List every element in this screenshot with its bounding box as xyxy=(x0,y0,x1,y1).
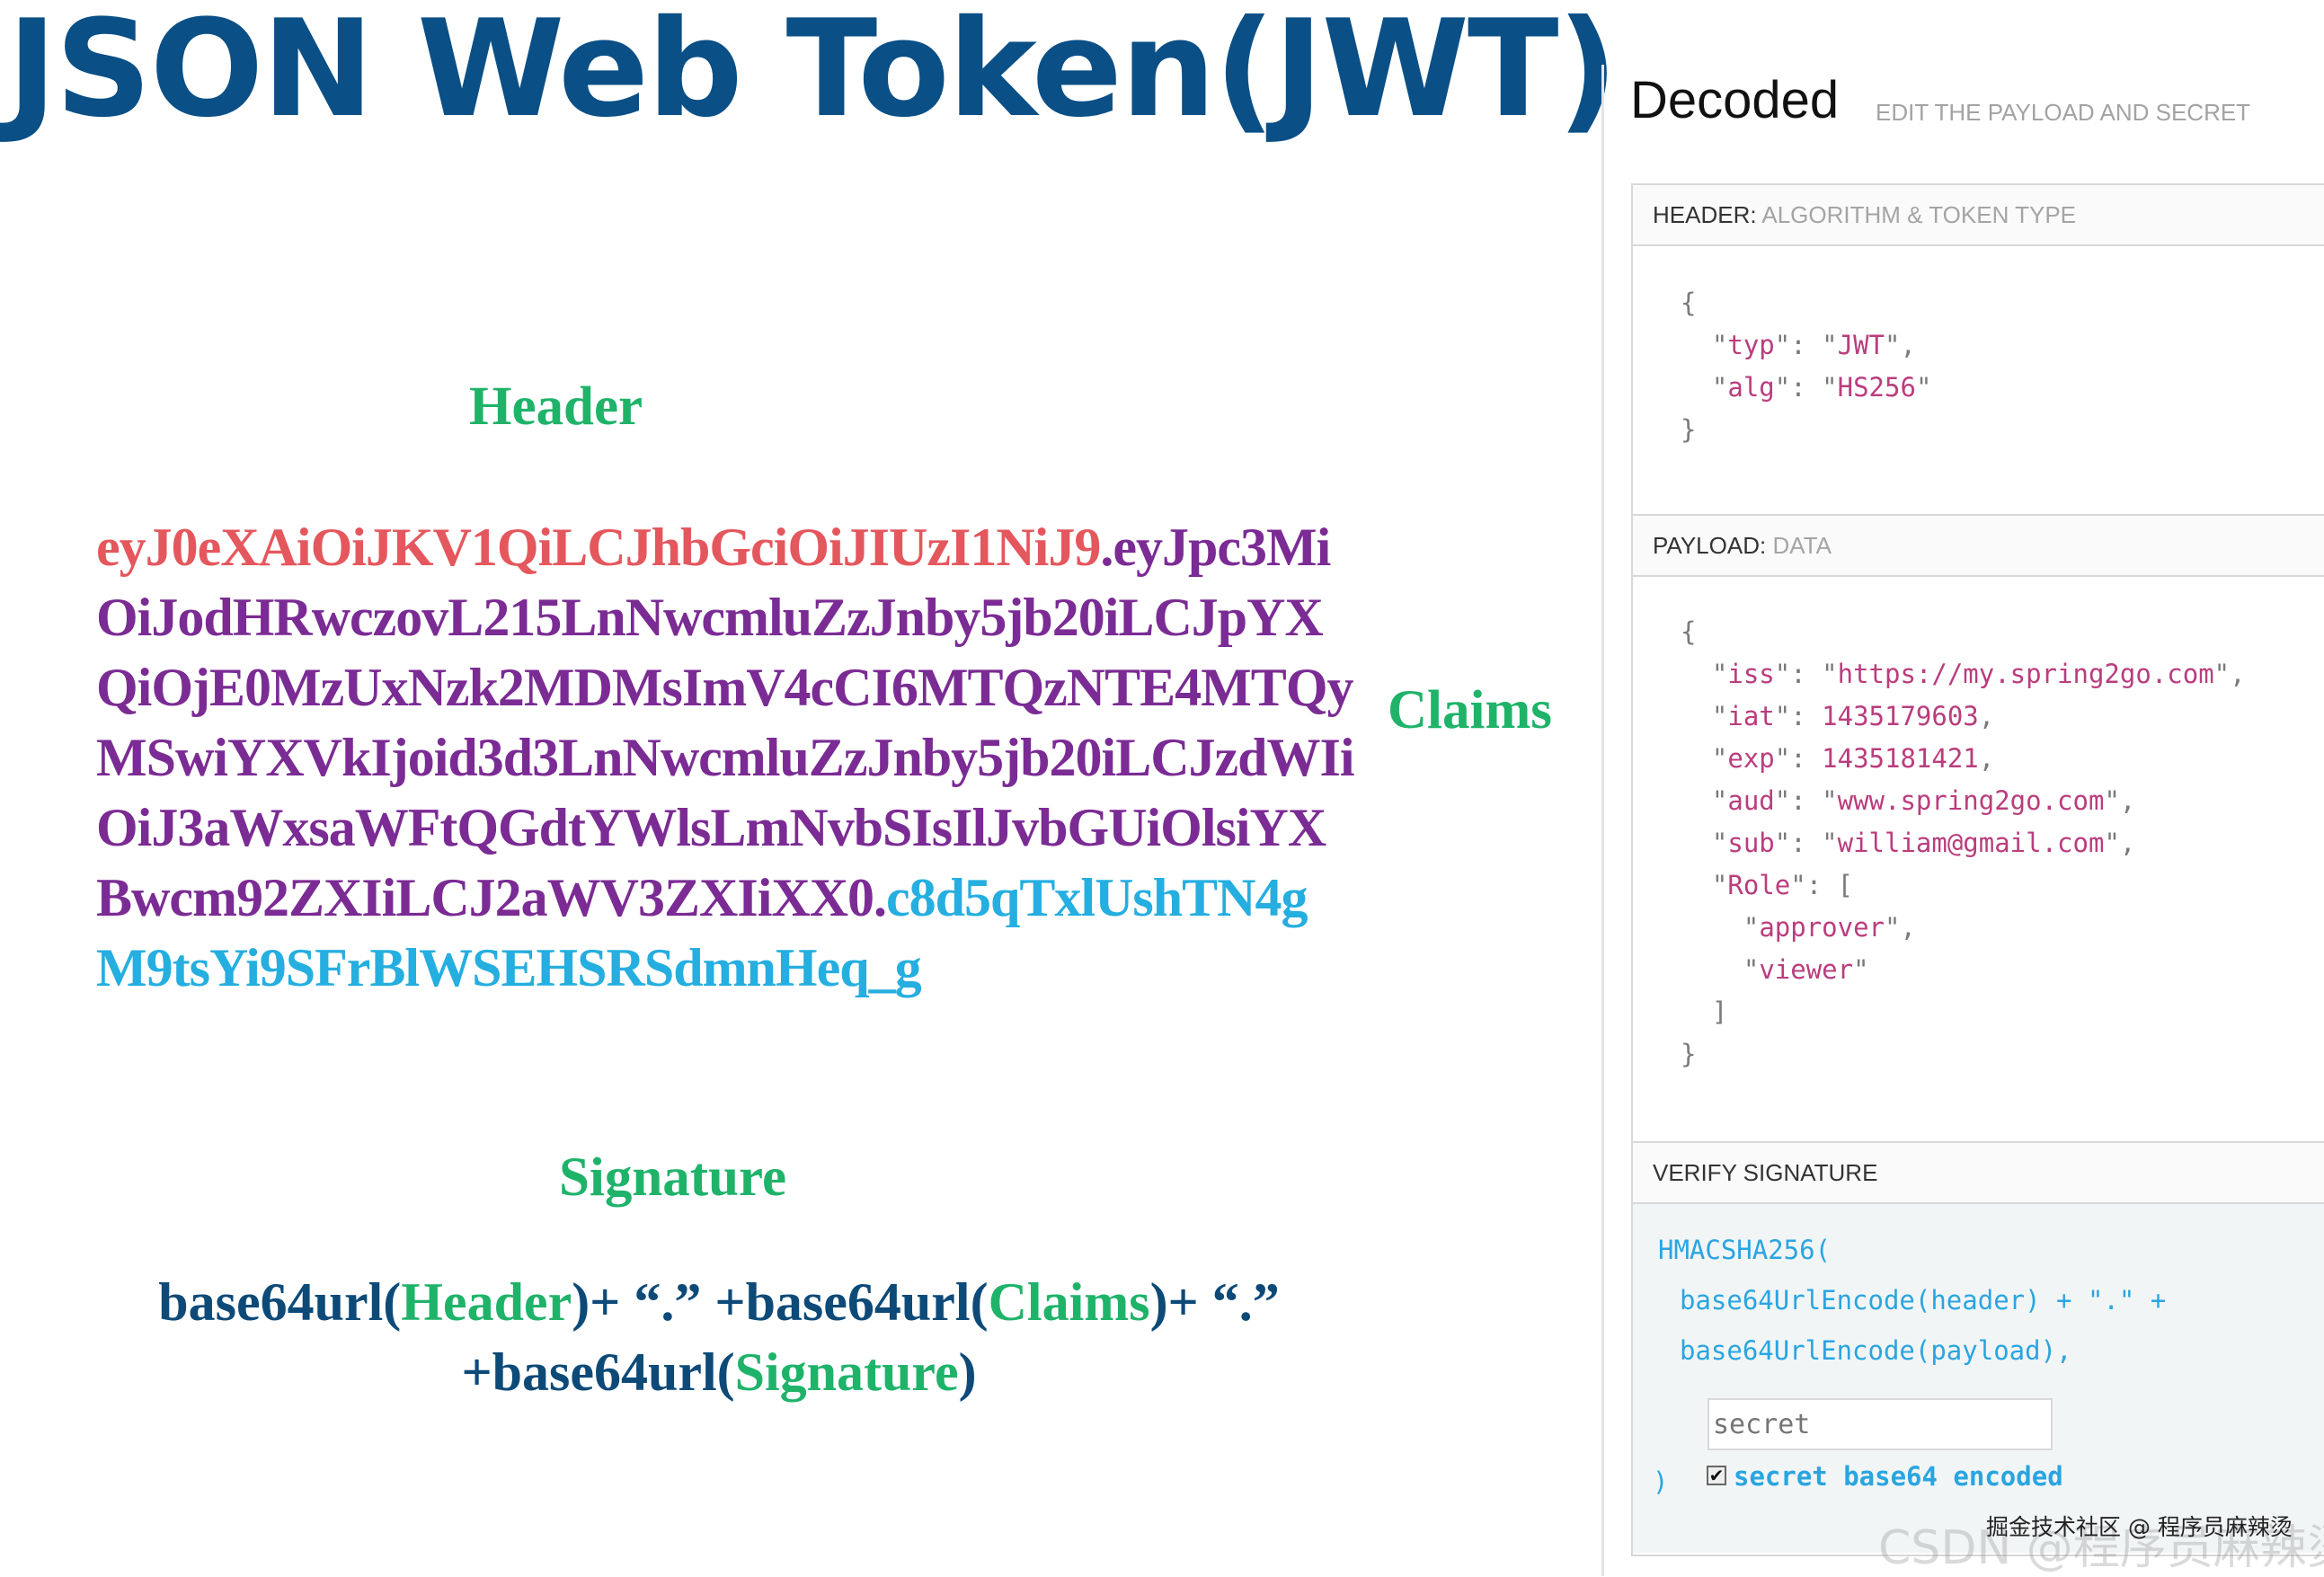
header-section-sublabel: ALGORITHM & TOKEN TYPE xyxy=(1761,201,2077,228)
iat-value: 1435179603 xyxy=(1822,701,1979,731)
verify-line-3: base64UrlEncode(payload), xyxy=(1680,1335,2072,1366)
payload-json-editor[interactable]: { "iss": "https://my.spring2go.com", "ia… xyxy=(1681,616,2246,1069)
iss-value: https://my.spring2go.com xyxy=(1837,659,2214,689)
aud-value: www.spring2go.com xyxy=(1837,785,2105,816)
verify-section-head: VERIFY SIGNATURE xyxy=(1633,1143,2324,1204)
header-label: Header xyxy=(469,377,643,437)
panel-divider xyxy=(1601,65,1604,1576)
csdn-watermark: CSDN @程序员麻辣烫 xyxy=(1878,1521,2324,1575)
typ-value: JWT xyxy=(1837,330,1885,360)
jwt-formula: base64url(Header)+ “.” +base64url(Claims… xyxy=(90,1267,1348,1407)
formula-header: Header xyxy=(401,1272,572,1332)
verify-line-1: HMACSHA256( xyxy=(1658,1235,1832,1265)
payload-section-head: PAYLOAD: DATA xyxy=(1633,516,2324,577)
claims-label: Claims xyxy=(1388,680,1552,740)
formula-part-3: )+ “.” +base64url( xyxy=(461,1272,1280,1402)
verify-close-paren: ) xyxy=(1653,1466,1669,1497)
token-dot-2: . xyxy=(874,868,887,927)
role-value-0: approver xyxy=(1759,912,1885,943)
token-claims-part: eyJpc3MiOiJodHRwczovL215LnNwcmluZzJnby5j… xyxy=(96,518,1355,927)
page-title: JSON Web Token(JWT) xyxy=(7,0,1619,147)
formula-part-4: ) xyxy=(958,1342,977,1402)
formula-signature: Signature xyxy=(734,1342,959,1402)
sub-value: william@gmail.com xyxy=(1837,828,2105,858)
decoded-subtitle: EDIT THE PAYLOAD AND SECRET xyxy=(1876,99,2251,126)
base64-encoded-label[interactable]: secret base64 encoded xyxy=(1734,1461,2063,1492)
secret-input[interactable] xyxy=(1708,1398,2053,1450)
token-header-part: eyJ0eXAiOiJKV1QiLCJhbGciOiJIUzI1NiJ9 xyxy=(96,518,1101,577)
payload-section-sublabel: DATA xyxy=(1772,532,1832,559)
token-signature-part: c8d5qTxlUshTN4gM9tsYi9SFrBlWSEHSRSdmnHeq… xyxy=(96,868,1308,997)
token-dot-1: . xyxy=(1100,518,1113,577)
jwt-token: eyJ0eXAiOiJKV1QiLCJhbGciOiJIUzI1NiJ9.eyJ… xyxy=(96,512,1355,1003)
header-section: HEADER: ALGORITHM & TOKEN TYPE { "typ": … xyxy=(1631,183,2324,516)
formula-part-1: base64url( xyxy=(158,1272,402,1332)
alg-value: HS256 xyxy=(1837,372,1916,403)
decoded-title: Decoded xyxy=(1630,71,1840,129)
juejin-watermark: 掘金技术社区 @ 程序员麻辣烫 xyxy=(1986,1514,2293,1540)
base64-encoded-checkbox[interactable]: ✔ xyxy=(1707,1466,1726,1485)
formula-claims: Claims xyxy=(988,1272,1150,1332)
payload-section-label: PAYLOAD: xyxy=(1653,532,1767,559)
verify-body: HMACSHA256( base64UrlEncode(header) + ".… xyxy=(1633,1204,2324,1553)
header-section-label: HEADER: xyxy=(1653,201,1757,228)
role-value-1: viewer xyxy=(1759,954,1854,985)
verify-line-2: base64UrlEncode(header) + "." + xyxy=(1680,1285,2167,1316)
payload-section: PAYLOAD: DATA { "iss": "https://my.sprin… xyxy=(1631,514,2324,1145)
signature-label: Signature xyxy=(559,1147,787,1208)
header-json-editor[interactable]: { "typ": "JWT", "alg": "HS256" } xyxy=(1681,288,1932,445)
formula-part-2: )+ “.” +base64url( xyxy=(572,1272,989,1332)
header-section-head: HEADER: ALGORITHM & TOKEN TYPE xyxy=(1633,185,2324,246)
exp-value: 1435181421 xyxy=(1822,743,1979,774)
verify-signature-section: VERIFY SIGNATURE HMACSHA256( base64UrlEn… xyxy=(1631,1141,2324,1556)
